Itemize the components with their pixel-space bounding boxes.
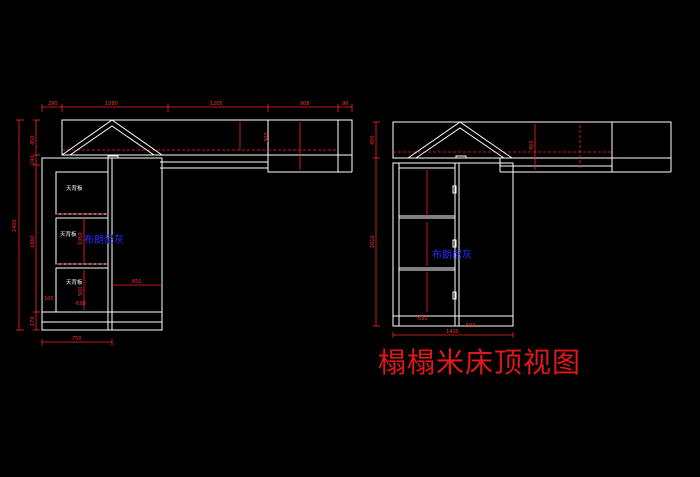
right-inner-dim-450: 450 bbox=[529, 140, 535, 150]
left-dim-2400: 2400 bbox=[12, 219, 18, 232]
left-dim-1860: 1860 bbox=[30, 235, 36, 248]
watermark-right: 布朗尼灰 bbox=[432, 248, 472, 261]
top-dim-3: 1205 bbox=[210, 101, 223, 107]
left-dim-450: 450 bbox=[30, 135, 36, 145]
right-left-dim-450: 450 bbox=[370, 135, 376, 145]
left-elevation-view: 290 1380 1205 908 90 450 240 1860 2400 1… bbox=[12, 101, 353, 346]
top-dim-4: 908 bbox=[300, 101, 310, 107]
shelf-label-2: 天背板 bbox=[60, 230, 77, 238]
shelf-label-1: 天背板 bbox=[66, 184, 83, 192]
right-left-dim-2010: 2010 bbox=[370, 235, 376, 248]
right-inner-dim-630: 630 bbox=[418, 316, 428, 322]
inner-dim-1050: 1050 bbox=[78, 232, 84, 245]
inner-dim-650: 650 bbox=[132, 279, 142, 285]
inner-dim-630: 630 bbox=[76, 301, 86, 307]
right-bottom-dim-1400: 1400 bbox=[446, 329, 459, 335]
inner-dim-500: 500 bbox=[78, 286, 84, 296]
watermark-left: 布朗尼灰 bbox=[84, 233, 124, 246]
right-bottom-dim-600: 600 bbox=[466, 323, 476, 329]
left-dim-170: 170 bbox=[30, 316, 36, 326]
left-dim-240: 240 bbox=[30, 155, 36, 165]
right-elevation-view: 450 2010 630 450 bbox=[370, 121, 672, 338]
top-dim-1: 290 bbox=[48, 101, 58, 107]
drawing-title: 榻榻米床顶视图 bbox=[378, 346, 581, 379]
shelf-label-3: 天背板 bbox=[66, 278, 83, 286]
top-dim-2: 1380 bbox=[105, 101, 118, 107]
inner-dim-300: 300 bbox=[264, 132, 270, 142]
inner-dim-100: 100 bbox=[44, 296, 54, 302]
bottom-dim-750: 750 bbox=[72, 336, 82, 342]
top-dim-5: 90 bbox=[342, 101, 348, 107]
